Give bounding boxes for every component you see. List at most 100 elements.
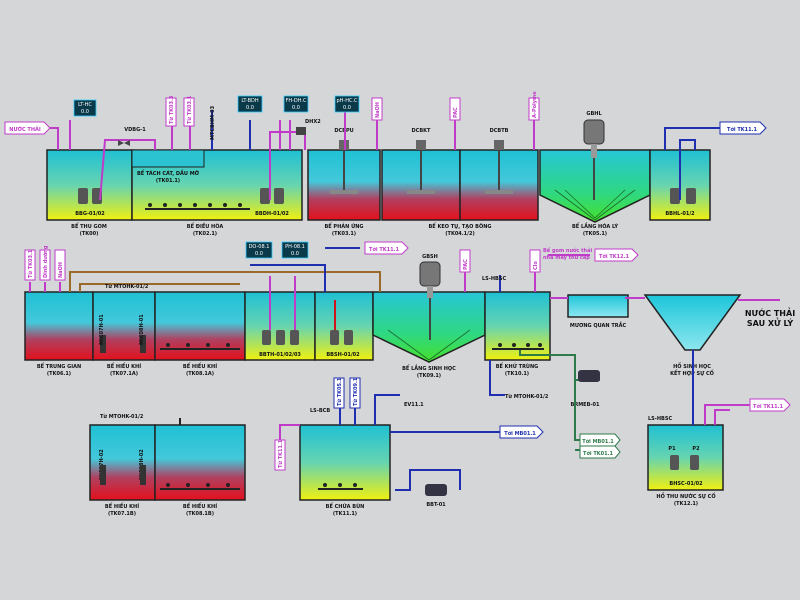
arrow-tk01-text: Tới TK01.1 <box>583 450 613 457</box>
tank-tk06[interactable] <box>24 291 94 361</box>
code-tk05: (TK05.1) <box>583 231 607 237</box>
valve-vdbg: VDBG-1 <box>124 127 146 133</box>
arrow-tk12 <box>594 248 639 262</box>
row1-pumps: BBG-01/02 BBDH-01/02 BBHL-01/2 <box>75 188 696 217</box>
tank-tk08b[interactable] <box>154 424 246 501</box>
pump-icon[interactable] <box>276 330 285 345</box>
tank-bbth[interactable] <box>244 291 316 361</box>
vlabel-mtc8a: MIC08H-01 <box>139 314 145 345</box>
mixer-dcbkt: DCBKT <box>412 128 432 134</box>
code-tk10: (TK10.1) <box>505 371 529 377</box>
row1-valves: VDBG-1 DHX2 <box>118 119 321 146</box>
dose-pac2: PAC <box>463 259 469 270</box>
display-ph-hc-value: 0.0 <box>343 105 351 111</box>
pump-bbg-label: BBG-01/02 <box>75 211 105 217</box>
inlet-text: NƯỚC THẢI <box>9 125 41 133</box>
settler-lines <box>554 189 636 221</box>
arrow-tk01 <box>579 445 621 459</box>
inlet-badge <box>4 121 51 135</box>
pump-p2: P2 <box>692 446 700 452</box>
pump-icon[interactable] <box>344 330 353 345</box>
label-tk03: BỂ PHẢN ỨNG <box>324 222 363 230</box>
tank-tk12[interactable] <box>647 424 724 491</box>
label-tk07a: BỂ HIẾU KHÍ <box>107 362 141 370</box>
note-ls-hbsc: LS-HBSC <box>482 276 506 282</box>
code-tk00: (TK00) <box>80 231 99 237</box>
dose-tk1: Từ TK03.1 <box>186 95 193 124</box>
tank-bbsh[interactable] <box>314 291 374 361</box>
valve-icon[interactable] <box>118 140 124 146</box>
code-tk08a: (TK08.1A) <box>186 371 214 377</box>
display-fh-dhc-value: 0.0 <box>292 105 300 111</box>
tank-tk00[interactable] <box>46 149 133 221</box>
arrow-tk11-mid <box>364 241 409 255</box>
code-tk04: (TK04.1/2) <box>445 231 475 237</box>
vlabel-tk09: Từ TK09.1 <box>352 377 359 406</box>
label-tk05: BỂ LẮNG HÓA LÝ <box>572 222 618 230</box>
row1-labels: BỂ THU GOM (TK00) BỂ ĐIỀU HÒA (TK02.1) B… <box>71 168 618 237</box>
row3-diffusers <box>100 465 363 490</box>
vlabel-mtc8b: MIC08H-02 <box>139 449 145 480</box>
arrow-mb <box>579 433 621 447</box>
pump-icon[interactable] <box>330 330 339 345</box>
arrow-tk11-top-text: Tới TK11.1 <box>727 126 757 133</box>
arrow-mb01 <box>499 425 544 439</box>
valve-icon[interactable] <box>124 140 130 146</box>
label-tk04: BỂ KEO TỤ, TẠO BÔNG <box>429 222 492 230</box>
pump-icon[interactable] <box>670 188 680 204</box>
row2-settler-lines <box>387 329 471 361</box>
code-tk09: (TK09.1) <box>417 373 441 379</box>
dose-dinh: Dinh dưỡng <box>43 245 49 278</box>
arrow-tk12-text: Tới TK12.1 <box>599 253 629 260</box>
display-ph08-value: 0.0 <box>291 251 299 257</box>
tank-tk01[interactable] <box>131 149 205 168</box>
tank-qt[interactable] <box>567 294 629 318</box>
arrow-tk11-top <box>719 121 767 135</box>
pump-icon[interactable] <box>262 330 271 345</box>
note-ls-hbsc2: LS-HBSC <box>648 416 672 422</box>
pump-bhsc-label: BHSC-01/02 <box>669 481 703 487</box>
label-qt: MƯƠNG QUAN TRẮC <box>570 321 627 329</box>
display-fh-dhc-label: FH-DH.C <box>285 98 307 104</box>
vlabel-mtc7a: MIC07H-01 <box>99 314 105 345</box>
pump-icon[interactable] <box>578 370 600 382</box>
arrow-tk11-mid-text: Tới TK11.1 <box>369 246 399 253</box>
tank-tk07b[interactable] <box>89 424 156 501</box>
pump-icon[interactable] <box>670 455 679 470</box>
row2-displays: DO-08.1 0.0 PH-08.1 0.0 <box>245 241 309 259</box>
outlet-line2: SAU XỬ LÝ <box>747 316 793 328</box>
note-gom2: nhà máy thứ cấp <box>543 254 590 261</box>
label-tk07b: BỂ HIẾU KHÍ <box>105 502 139 510</box>
code-tk07b: (TK07.1B) <box>108 511 136 517</box>
pump-icon[interactable] <box>690 455 699 470</box>
code-tk12: (TK12.1) <box>674 501 698 507</box>
vlabel-mtc7b: MIC07H-02 <box>99 449 105 480</box>
code-tk03: (TK03.1) <box>332 231 356 237</box>
code-tk01: (TK01.1) <box>156 178 180 184</box>
row2-pumps: BBTH-01/02/03 BBSH-01/02 GBSH <box>259 254 441 358</box>
pump-icon[interactable] <box>274 188 284 204</box>
pump-bbt-label: BBT-01 <box>426 502 446 508</box>
pump-icon[interactable] <box>260 188 270 204</box>
row2-dosing: Từ TK03.1 Dinh dưỡng NaOH PAC Clo MIC07H… <box>24 245 541 345</box>
display-do1-label: DO-08.1 <box>249 244 270 250</box>
pump-icon[interactable] <box>425 484 447 496</box>
tank-tk11[interactable] <box>299 424 391 501</box>
pump-brmeb-label: BRMEB-01 <box>571 402 600 408</box>
pump-icon[interactable] <box>686 188 696 204</box>
pump-icon[interactable] <box>92 188 102 204</box>
note-mtoh3: Từ MTOHK-01/2 <box>100 413 144 420</box>
row2-diffusers <box>100 335 544 353</box>
label-tk06: BỂ TRUNG GIAN <box>37 362 81 370</box>
label-tk01: BỂ TÁCH CÁT, DẦU MỠ <box>137 168 200 177</box>
pump-bbdh-label: BBDH-01/02 <box>255 211 289 217</box>
dose-polyme: A-Polyme <box>532 91 538 118</box>
code-tk08b: (TK08.1B) <box>186 511 214 517</box>
pump-icon[interactable] <box>290 330 299 345</box>
tank-hsh[interactable] <box>643 294 742 351</box>
display-lt-bdh-label: LT-BDH <box>241 98 259 104</box>
dose-pac: PAC <box>453 107 459 118</box>
code-tk07a: (TK07.1A) <box>110 371 138 377</box>
row3-tanks <box>89 424 724 501</box>
pump-icon[interactable] <box>78 188 88 204</box>
